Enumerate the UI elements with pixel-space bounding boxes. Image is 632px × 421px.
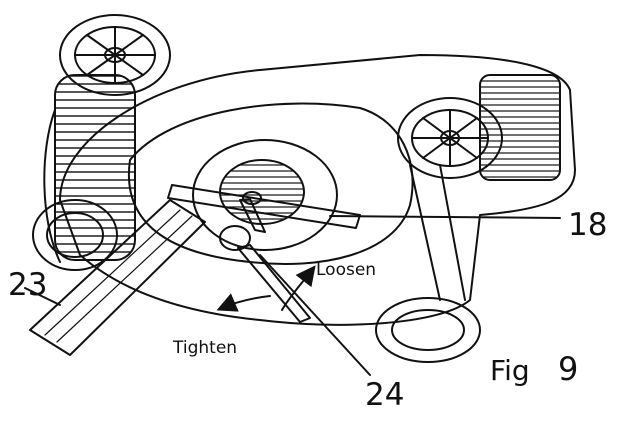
spanner-plank bbox=[29, 199, 206, 356]
motor-housing bbox=[192, 139, 338, 251]
deck-inner-rim bbox=[127, 102, 414, 265]
cutting-blade bbox=[167, 184, 361, 229]
rear-roller-outline bbox=[43, 109, 61, 263]
leader-18 bbox=[329, 215, 561, 219]
callout-24: 24 bbox=[365, 377, 405, 413]
mower-deck bbox=[59, 54, 576, 326]
wheel-top-left bbox=[59, 14, 171, 96]
wheel-bottom-right bbox=[375, 297, 481, 363]
leader-24 bbox=[259, 254, 371, 376]
loosen-arrow bbox=[281, 265, 316, 311]
wrench-head bbox=[219, 225, 251, 251]
wrench-shaft bbox=[239, 198, 266, 233]
leader-23 bbox=[24, 287, 61, 306]
figure-caption-number: 9 bbox=[558, 350, 579, 388]
callout-23: 23 bbox=[8, 267, 48, 303]
tighten-label: Tighten bbox=[173, 338, 238, 358]
callout-18: 18 bbox=[568, 207, 608, 243]
figure-caption-prefix: Fig bbox=[490, 354, 530, 387]
vent-block bbox=[479, 74, 561, 181]
tighten-arrow bbox=[216, 293, 271, 312]
wrench-handle bbox=[237, 244, 311, 323]
loosen-label: Loosen bbox=[316, 260, 377, 280]
right-frame-leg bbox=[409, 164, 466, 301]
wheel-top-right bbox=[397, 97, 503, 179]
wheel-bottom-left bbox=[32, 199, 118, 271]
motor-grille bbox=[219, 159, 305, 225]
rear-roller-ribs bbox=[54, 74, 136, 261]
